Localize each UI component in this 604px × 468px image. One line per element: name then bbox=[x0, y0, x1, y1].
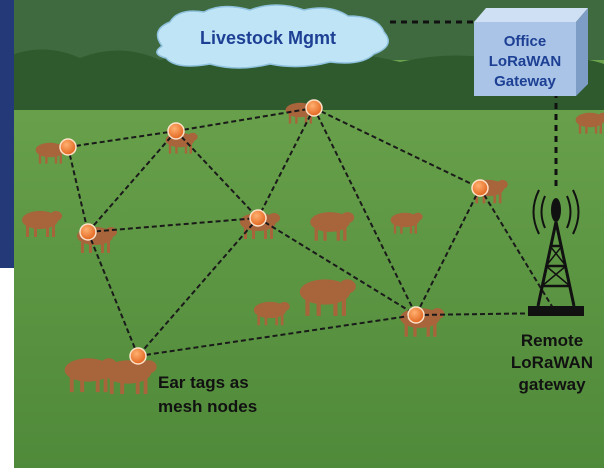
left-border-strip bbox=[0, 268, 14, 468]
ear-tag-node-6 bbox=[250, 210, 266, 226]
ear-tag-node-5 bbox=[80, 224, 96, 240]
cloud-label: Livestock Mgmt bbox=[200, 28, 336, 48]
office-gateway-line-1: Office bbox=[504, 33, 547, 50]
ear-tag-node-3 bbox=[306, 100, 322, 116]
ear-tag-node-8 bbox=[130, 348, 146, 364]
ear-tags-line-1: Ear tags as bbox=[158, 373, 249, 392]
remote-gateway-line-2: LoRaWAN bbox=[511, 353, 593, 372]
office-gateway-line-2: LoRaWAN bbox=[489, 53, 562, 70]
ear-tag-node-4 bbox=[472, 180, 488, 196]
remote-gateway-line-1: Remote bbox=[521, 331, 583, 350]
gateway-box-side bbox=[576, 8, 588, 96]
ear-tag-node-7 bbox=[408, 307, 424, 323]
ear-tag-node-1 bbox=[60, 139, 76, 155]
gateway-box-top bbox=[474, 8, 588, 22]
office-gateway-line-3: Gateway bbox=[494, 73, 556, 90]
left-side-panel bbox=[0, 0, 14, 268]
office-gateway-box: Office LoRaWAN Gateway bbox=[474, 8, 588, 96]
ear-tags-line-2: mesh nodes bbox=[158, 397, 257, 416]
ear-tag-node-2 bbox=[168, 123, 184, 139]
remote-gateway-line-3: gateway bbox=[518, 375, 586, 394]
